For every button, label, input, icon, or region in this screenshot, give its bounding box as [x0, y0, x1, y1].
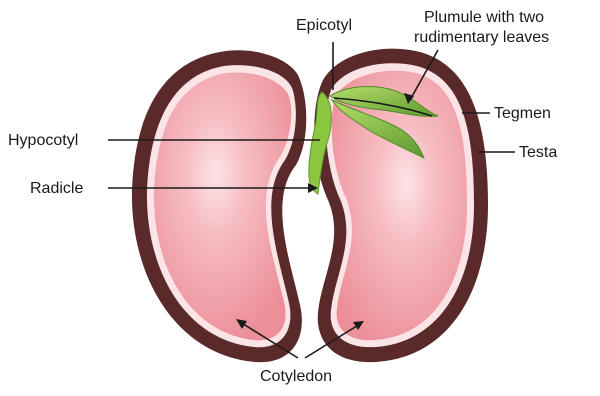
label-plumule-line1: Plumule with two [424, 9, 544, 26]
label-hypocotyl: Hypocotyl [8, 132, 78, 149]
label-plumule-line2: rudimentary leaves [414, 29, 549, 46]
label-cotyledon: Cotyledon [260, 368, 332, 385]
label-epicotyl: Epicotyl [296, 17, 352, 34]
label-tegmen: Tegmen [494, 105, 551, 122]
label-radicle: Radicle [30, 180, 83, 197]
left-cotyledon [132, 50, 306, 362]
label-testa: Testa [519, 144, 557, 161]
